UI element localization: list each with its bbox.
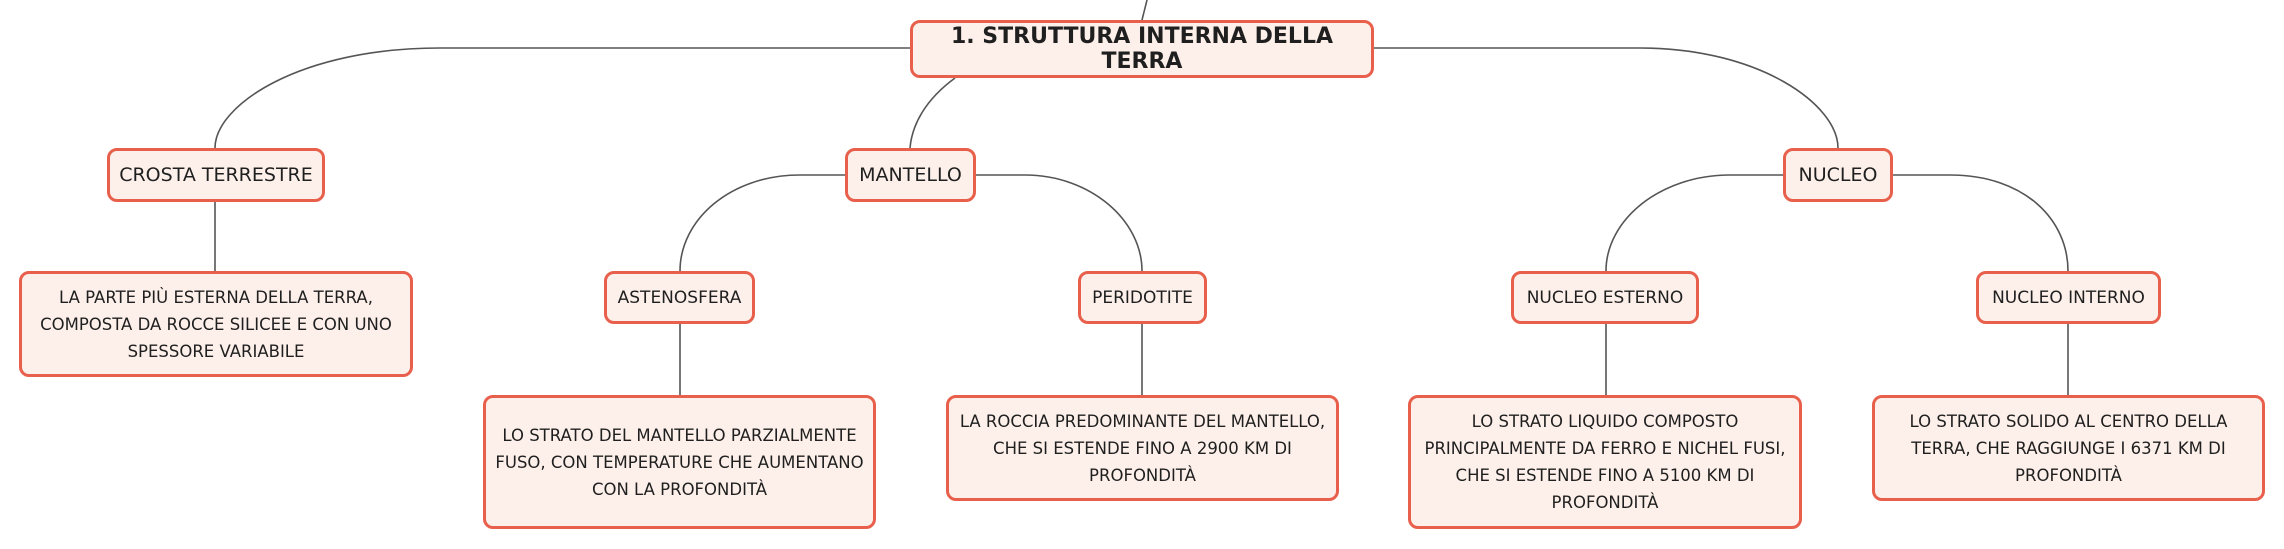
node-nucleo-interno-description[interactable]: LO STRATO SOLIDO AL CENTRO DELLA TERRA, … (1872, 395, 2265, 501)
node-nucleo-interno[interactable]: NUCLEO INTERNO (1976, 271, 2161, 324)
connector-nucleo-interno (1890, 174, 2069, 272)
node-mantello[interactable]: MANTELLO (845, 148, 976, 202)
node-nucleo-interno-label: NUCLEO INTERNO (1992, 287, 2145, 308)
node-mantello-label: MANTELLO (859, 164, 962, 186)
node-nucleo-esterno-description[interactable]: LO STRATO LIQUIDO COMPOSTO PRINCIPALMENT… (1408, 395, 1802, 529)
node-nucleo[interactable]: NUCLEO (1783, 148, 1893, 202)
node-astenosfera-description-text: LO STRATO DEL MANTELLO PARZIALMENTE FUSO… (495, 425, 864, 499)
connector-nucleo-esterno (1605, 174, 1786, 272)
node-nucleo-interno-description-text: LO STRATO SOLIDO AL CENTRO DELLA TERRA, … (1909, 411, 2228, 485)
node-peridotite-description-text: LA ROCCIA PREDOMINANTE DEL MANTELLO, CHE… (959, 411, 1326, 485)
node-astenosfera[interactable]: ASTENOSFERA (604, 271, 755, 324)
node-crosta-terrestre-label: CROSTA TERRESTRE (119, 164, 313, 186)
node-astenosfera-label: ASTENOSFERA (617, 287, 742, 308)
connector-parent-root (1141, 0, 1148, 21)
connector-root-mantello (909, 77, 956, 149)
node-peridotite-description[interactable]: LA ROCCIA PREDOMINANTE DEL MANTELLO, CHE… (946, 395, 1339, 501)
connector-root-crosta (214, 47, 910, 149)
node-crosta-terrestre-description-text: LA PARTE PIÙ ESTERNA DELLA TERRA, COMPOS… (40, 287, 392, 361)
node-crosta-terrestre[interactable]: CROSTA TERRESTRE (107, 148, 325, 202)
node-astenosfera-description[interactable]: LO STRATO DEL MANTELLO PARZIALMENTE FUSO… (483, 395, 876, 529)
connector-mantello-peridotite (973, 174, 1143, 272)
node-nucleo-esterno[interactable]: NUCLEO ESTERNO (1511, 271, 1699, 324)
connector-mantello-astenosfera (679, 174, 848, 272)
root-node[interactable]: 1. STRUTTURA INTERNA DELLA TERRA (910, 20, 1374, 78)
root-node-label: 1. STRUTTURA INTERNA DELLA TERRA (950, 24, 1333, 74)
connector-root-nucleo (1374, 47, 1839, 149)
node-nucleo-esterno-description-text: LO STRATO LIQUIDO COMPOSTO PRINCIPALMENT… (1424, 412, 1786, 512)
node-peridotite[interactable]: PERIDOTITE (1078, 271, 1207, 324)
node-nucleo-esterno-label: NUCLEO ESTERNO (1526, 287, 1684, 308)
node-nucleo-label: NUCLEO (1798, 164, 1878, 186)
node-crosta-terrestre-description[interactable]: LA PARTE PIÙ ESTERNA DELLA TERRA, COMPOS… (19, 271, 413, 377)
node-peridotite-label: PERIDOTITE (1092, 287, 1193, 308)
